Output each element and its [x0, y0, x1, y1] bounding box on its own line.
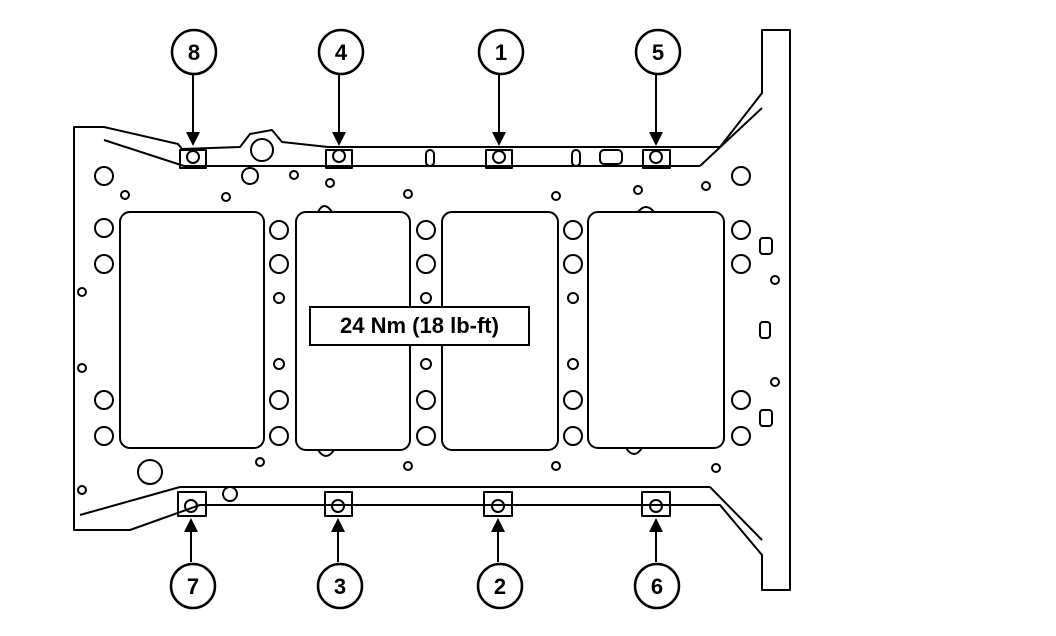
side-slot [759, 409, 773, 427]
rail-slot [425, 149, 435, 167]
bolt-3 [324, 491, 353, 517]
arrowhead [492, 132, 506, 146]
sequence-circle [316, 562, 364, 610]
bolt-5 [642, 149, 671, 169]
arrowhead [184, 518, 198, 532]
sequence-circle [634, 28, 682, 76]
gasket-opening-4 [587, 211, 725, 449]
arrowhead [649, 132, 663, 146]
arrowhead [332, 132, 346, 146]
opening-tab [625, 447, 643, 455]
sequence-circle [477, 28, 525, 76]
rail-slot [599, 149, 623, 165]
opening-tab [637, 206, 655, 213]
housing-boss [222, 486, 238, 502]
sequence-number-bottom-4: 6 [651, 574, 663, 599]
sequence-number-bottom-3: 2 [494, 574, 506, 599]
sequence-number-top-2: 4 [335, 40, 348, 65]
sequence-circle [476, 562, 524, 610]
gasket-holes [77, 166, 780, 495]
top-rail-slope [103, 139, 185, 167]
arrowhead [186, 132, 200, 146]
sequence-circle [170, 28, 218, 76]
sequence-circle [169, 562, 217, 610]
arrowhead [331, 518, 345, 532]
bolt-8 [179, 149, 207, 169]
side-slot [759, 237, 773, 255]
bolt-7 [177, 491, 207, 517]
sequence-number-bottom-1: 7 [187, 574, 199, 599]
bolt-6 [641, 491, 671, 517]
torque-spec-label: 24 Nm (18 lb-ft) [309, 306, 530, 346]
opening-tab [317, 205, 333, 213]
arrowhead [649, 518, 663, 532]
housing-outline [73, 29, 791, 591]
housing-boss [241, 167, 259, 185]
bolt-1 [485, 149, 513, 169]
sequence-number-top-4: 5 [652, 40, 664, 65]
rail-slot [571, 149, 581, 167]
sequence-number-bottom-2: 3 [334, 574, 346, 599]
sequence-number-top-1: 8 [188, 40, 200, 65]
bolt-4 [325, 149, 353, 169]
sequence-number-top-3: 1 [495, 40, 507, 65]
right-rail-bottom [709, 486, 763, 541]
opening-tab [317, 449, 335, 457]
bolt-2 [483, 491, 513, 517]
right-rail-inner [699, 107, 763, 167]
bottom-rail-slope [79, 486, 181, 516]
side-slot [759, 321, 771, 339]
sequence-circle [633, 562, 681, 610]
housing-boss [137, 459, 163, 485]
arrowhead [491, 518, 505, 532]
housing-boss [250, 138, 274, 162]
gasket-opening-1 [119, 211, 265, 449]
sequence-circle [317, 28, 365, 76]
